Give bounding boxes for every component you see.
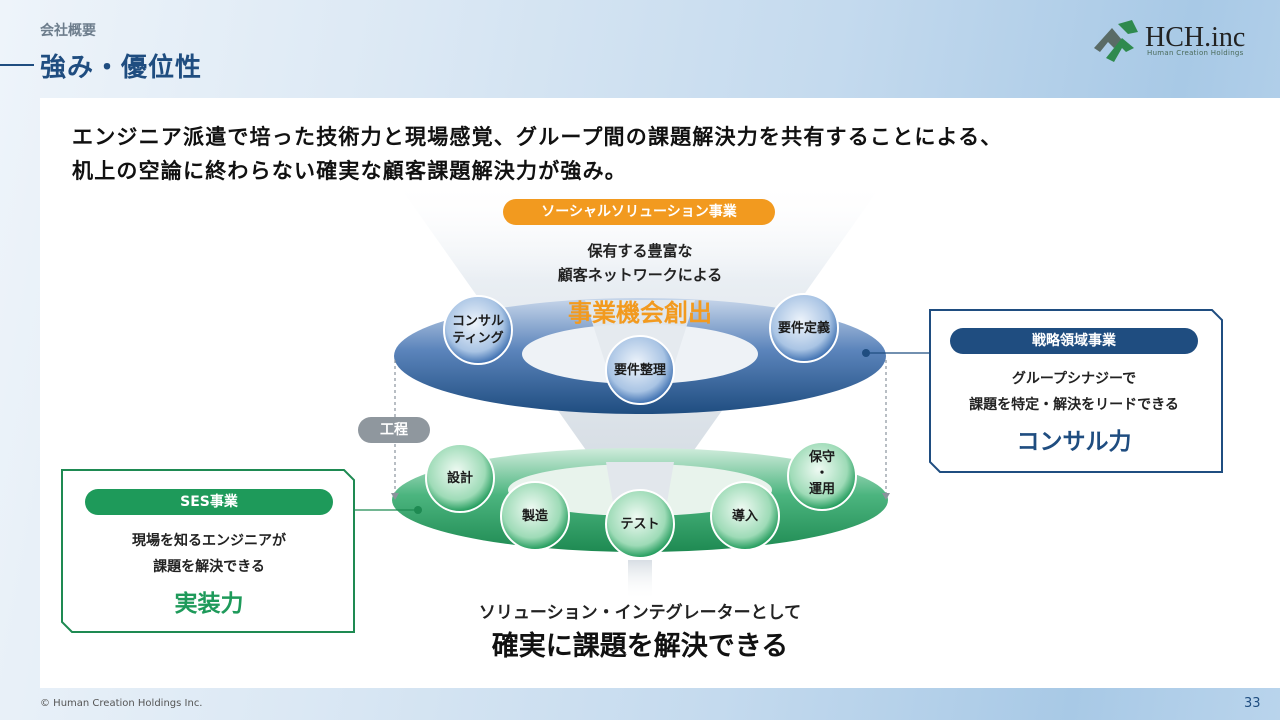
ball-maintenance [787, 441, 857, 511]
funnel-text-1: 保有する豊富な [587, 242, 693, 260]
ball-label-maintenance: 保守 ・ 運用 [808, 450, 835, 497]
logo-mark-icon [1094, 20, 1138, 62]
logo-text: HCH.inc [1145, 22, 1246, 53]
strategy-label: 戦略領域事業 [950, 328, 1198, 354]
strategy-highlight: コンサル力 [1016, 429, 1132, 455]
funnel-text-2: 顧客ネットワークによる [557, 266, 723, 284]
ses-text-2: 課題を解決できる [153, 559, 265, 575]
ball-label-requirement-organize: 要件整理 [613, 363, 666, 378]
strategy-text-2: 課題を特定・解決をリードできる [969, 397, 1179, 413]
bottom-text-2: 確実に課題を解決できる [491, 631, 789, 662]
ball-requirement-define [769, 293, 839, 363]
ball-label-requirement-define: 要件定義 [777, 321, 830, 336]
ball-design [425, 443, 495, 513]
ball-label-design: 設計 [446, 471, 473, 486]
copyright: © Human Creation Holdings Inc. [40, 698, 203, 709]
ball-requirement-organize [605, 335, 675, 405]
ball-test [605, 489, 675, 559]
process-label: 工程 [358, 417, 430, 443]
funnel-stem [628, 560, 652, 600]
funnel-highlight: 事業機会創出 [568, 299, 712, 327]
ball-introduce [710, 481, 780, 551]
ball-label-introduce: 導入 [731, 509, 758, 524]
bottom-text-1: ソリューション・インテグレーターとして [478, 603, 802, 623]
page-title: 強み・優位性 [40, 53, 203, 83]
ses-highlight: 実装力 [174, 591, 244, 617]
headline-line-2: 机上の空論に終わらない確実な顧客課題解決力が強み。 [72, 159, 627, 183]
strategy-text-1: グループシナジーで [1011, 371, 1137, 387]
section-label: 会社概要 [40, 23, 96, 39]
ball-label-consulting: コンサル ティング [451, 314, 504, 346]
ses-text-1: 現場を知るエンジニアが [132, 533, 286, 549]
ball-consulting [443, 295, 513, 365]
ses-label: SES事業 [85, 489, 333, 515]
social-solution-label: ソーシャルソリューション事業 [503, 199, 775, 225]
ball-label-test: テスト [620, 517, 660, 532]
page-number: 33 [1244, 696, 1261, 711]
ball-label-manufacture: 製造 [521, 509, 548, 524]
headline-line-1: エンジニア派遣で培った技術力と現場感覚、グループ間の課題解決力を共有することによ… [72, 125, 1003, 149]
ball-manufacture [500, 481, 570, 551]
logo-subtitle: Human Creation Holdings [1147, 49, 1244, 57]
title-accent-line [0, 64, 34, 66]
